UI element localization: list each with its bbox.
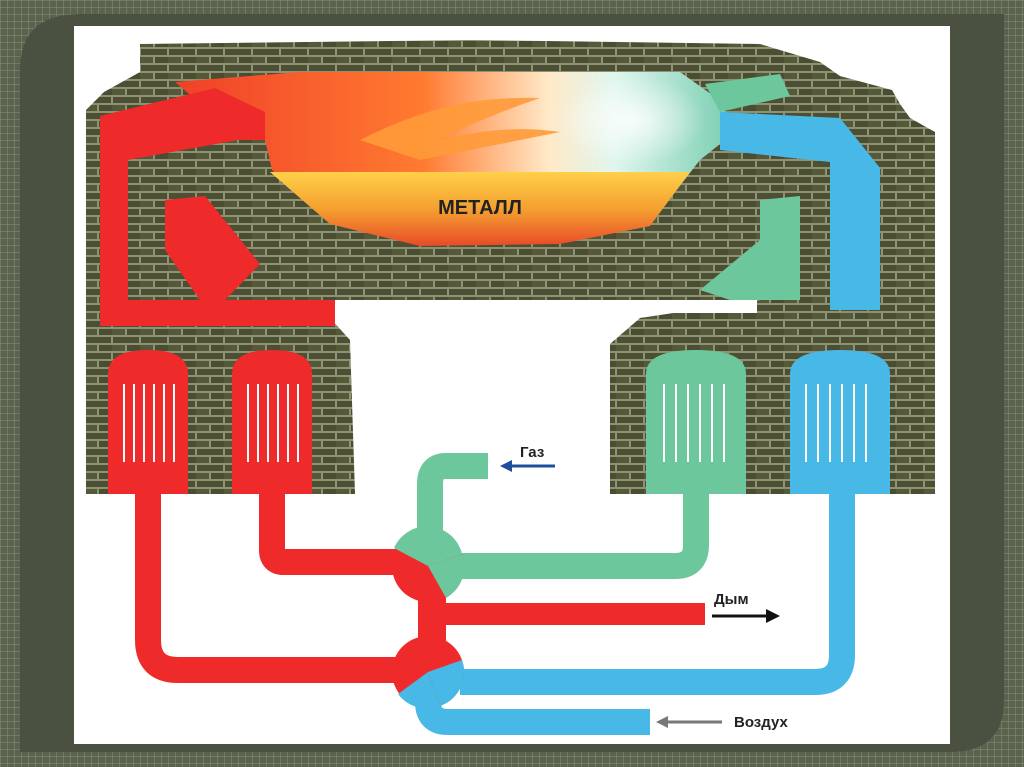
furnace-chamber: МЕТАЛЛ xyxy=(175,72,725,246)
smoke-label: Дым xyxy=(714,591,749,608)
air-valve xyxy=(392,636,465,709)
regenerator-right-air xyxy=(790,350,890,494)
gas-inlet-arrow: Газ xyxy=(500,444,555,472)
smoke-outlet-arrow: Дым xyxy=(712,591,780,623)
molten-metal xyxy=(270,172,690,246)
furnace-base-gap xyxy=(212,300,757,313)
left-hot-ducts xyxy=(100,88,335,326)
regenerator-left-1 xyxy=(108,350,188,494)
regenerator-left-2 xyxy=(232,350,312,494)
gas-label: Газ xyxy=(520,444,544,461)
right-cold-ducts xyxy=(700,74,880,310)
air-label: Воздух xyxy=(734,714,788,731)
air-inlet-arrow: Воздух xyxy=(656,714,788,731)
gas-valve xyxy=(392,526,465,602)
metal-label: МЕТАЛЛ xyxy=(438,197,522,219)
regenerator-right-gas xyxy=(646,350,746,494)
